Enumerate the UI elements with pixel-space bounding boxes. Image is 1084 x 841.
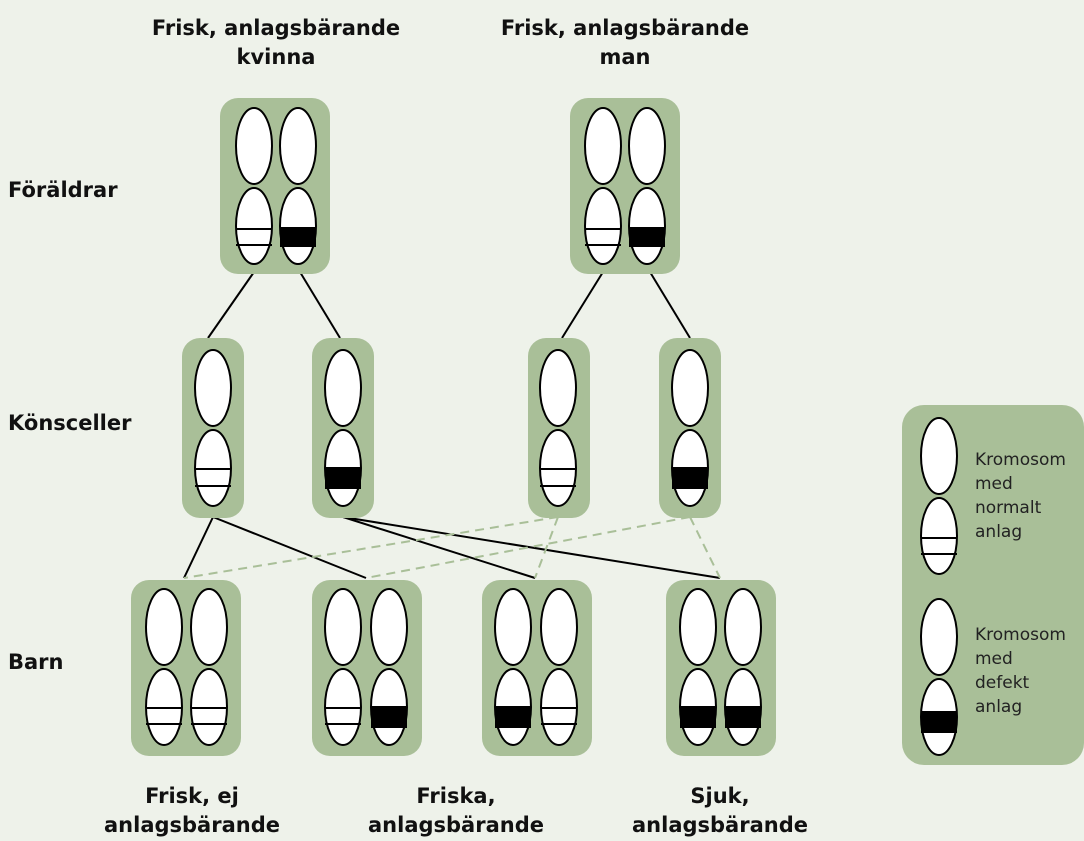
chromosome-defect xyxy=(279,107,317,265)
gamete-male-normal xyxy=(528,338,590,518)
legend-box xyxy=(902,405,1084,765)
dashed-sperm2-child4 xyxy=(689,516,721,579)
connector-egg2-child3 xyxy=(342,516,536,579)
parent-male-box xyxy=(570,98,680,274)
child-sick xyxy=(666,580,776,756)
child-healthy-noncarrier xyxy=(131,580,241,756)
connector-egg2-child4 xyxy=(342,516,721,579)
legend-normal-line3: normalt xyxy=(975,498,1042,518)
dashed-sperm1-child1 xyxy=(183,516,559,579)
dashed-connectors xyxy=(183,516,721,579)
parent-male-label-line2: man xyxy=(599,45,650,69)
connector-male-gamete2 xyxy=(649,271,691,339)
connector-female-gamete2 xyxy=(299,271,341,339)
connector-female-gamete1 xyxy=(207,271,255,339)
connector-egg1-child1 xyxy=(183,516,214,579)
outcome-sick-line1: Sjuk, xyxy=(690,784,749,808)
child-carrier-2 xyxy=(482,580,592,756)
row-label-gametes: Könsceller xyxy=(8,411,132,435)
legend: Kromosom med normalt anlag Kromosom med … xyxy=(902,405,1084,765)
row-label-parents: Föräldrar xyxy=(8,178,118,202)
legend-defect-line3: defekt xyxy=(975,673,1030,693)
legend-normal-icon xyxy=(920,417,958,575)
outcome-healthy-noncarrier-line1: Frisk, ej xyxy=(145,784,239,808)
legend-defect-line1: Kromosom xyxy=(975,625,1066,645)
connector-egg1-child2 xyxy=(212,516,367,579)
parent-female-label-line2: kvinna xyxy=(237,45,316,69)
chromosome-normal xyxy=(235,107,273,265)
legend-normal-line1: Kromosom xyxy=(975,450,1066,470)
legend-defect-line4: anlag xyxy=(975,697,1022,717)
gamete-male-defect xyxy=(659,338,721,518)
solid-connectors xyxy=(183,271,721,579)
parent-female-label-line1: Frisk, anlagsbärande xyxy=(152,16,400,40)
outcome-healthy-carriers-line1: Friska, xyxy=(416,784,495,808)
legend-normal-line2: med xyxy=(975,474,1013,494)
connector-male-gamete1 xyxy=(561,271,604,339)
gamete-female-defect xyxy=(312,338,374,518)
outcome-healthy-carriers-line2: anlagsbärande xyxy=(368,813,544,837)
row-label-children: Barn xyxy=(8,650,63,674)
dashed-sperm2-child2 xyxy=(365,516,691,579)
outcome-sick-line2: anlagsbärande xyxy=(632,813,808,837)
gamete-female-normal xyxy=(182,338,244,518)
chromosome-normal xyxy=(584,107,622,265)
chromosome-defect xyxy=(628,107,666,265)
outcome-healthy-noncarrier-line2: anlagsbärande xyxy=(104,813,280,837)
parent-male-label-line1: Frisk, anlagsbärande xyxy=(501,16,749,40)
parent-female-box xyxy=(220,98,330,274)
dashed-sperm1-child3 xyxy=(534,516,559,579)
legend-normal-line4: anlag xyxy=(975,522,1022,542)
child-carrier-1 xyxy=(312,580,422,756)
legend-defect-icon xyxy=(920,598,958,756)
legend-defect-line2: med xyxy=(975,649,1013,669)
